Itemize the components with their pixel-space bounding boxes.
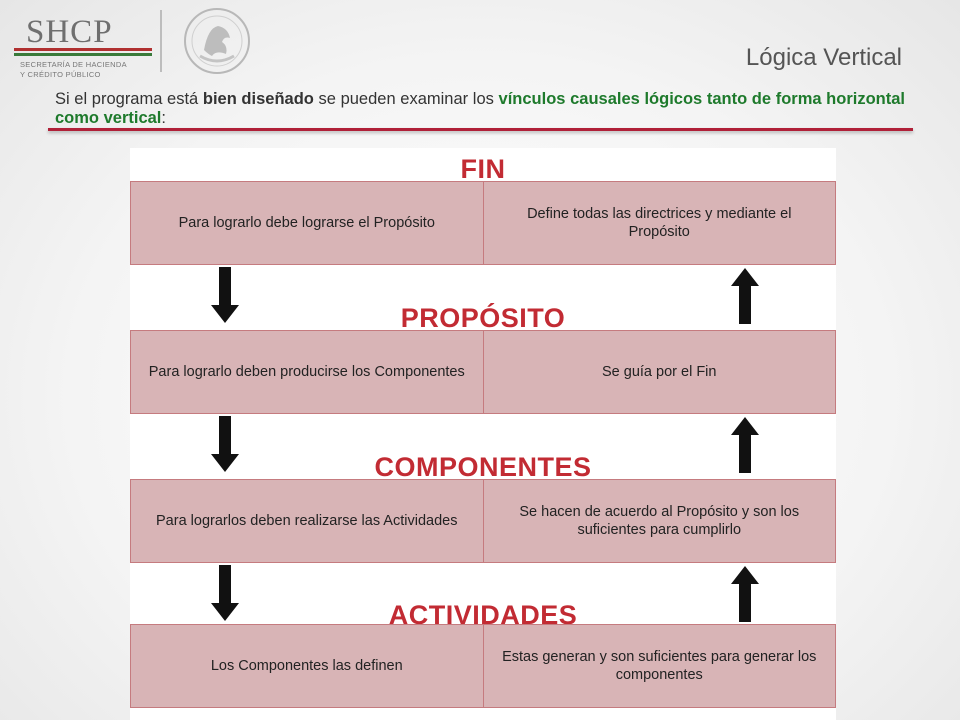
header-divider (160, 10, 162, 72)
cell-actividades-left: Los Componentes las definen (210, 658, 403, 674)
level-title-proposito: PROPÓSITO (400, 303, 566, 333)
intro-highlight: vínculos causales lógicos tanto de forma… (55, 90, 906, 127)
intro-text-3: : (161, 109, 166, 127)
arrow-down-icon (211, 267, 239, 323)
level-row-proposito: Para lograrlo deben producirse los Compo… (130, 330, 836, 414)
title-underline-rule (48, 128, 913, 131)
arrow-up-icon (731, 268, 759, 324)
cell-fin-right: Define todas las directrices y mediante … (482, 182, 836, 264)
intro-paragraph: Si el programa está bien diseñado se pue… (55, 90, 905, 128)
logo-subtitle-2: Y CRÉDITO PÚBLICO (20, 70, 101, 79)
level-title-componentes: COMPONENTES (374, 452, 592, 482)
arrow-up-icon (731, 566, 759, 622)
cell-componentes-left: Para lograrlos deben realizarse las Acti… (156, 513, 458, 529)
level-row-actividades: Los Componentes las definen Estas genera… (130, 624, 836, 708)
logo-green-line (14, 53, 152, 56)
level-row-componentes: Para lograrlos deben realizarse las Acti… (130, 479, 836, 563)
cell-proposito-right: Se guía por el Fin (482, 331, 836, 413)
logo-red-line (14, 48, 152, 51)
slide-title: Lógica Vertical (745, 44, 902, 71)
intro-bold: bien diseñado (202, 90, 314, 108)
cell-proposito-left: Para lograrlo deben producirse los Compo… (148, 364, 465, 380)
level-title-fin: FIN (460, 154, 506, 184)
intro-text-1: Si el programa está (55, 90, 203, 108)
level-row-fin: Para lograrlo debe lograrse el Propósito… (130, 181, 836, 265)
logo-text: SHCP (26, 14, 113, 50)
intro-text-2: se pueden examinar los (313, 90, 499, 108)
arrow-down-icon (211, 565, 239, 621)
cell-componentes-right: Se hacen de acuerdo al Propósito y son l… (482, 480, 836, 562)
cell-fin-left: Para lograrlo debe lograrse el Propósito (178, 215, 435, 231)
mexico-national-seal-icon (184, 8, 250, 74)
arrow-down-icon (211, 416, 239, 472)
logo-subtitle-1: SECRETARÍA DE HACIENDA (20, 60, 127, 69)
cell-actividades-right: Estas generan y son suficientes para gen… (482, 625, 836, 707)
arrow-up-icon (731, 417, 759, 473)
shcp-logo: SHCP SECRETARÍA DE HACIENDA Y CRÉDITO PÚ… (8, 14, 152, 79)
